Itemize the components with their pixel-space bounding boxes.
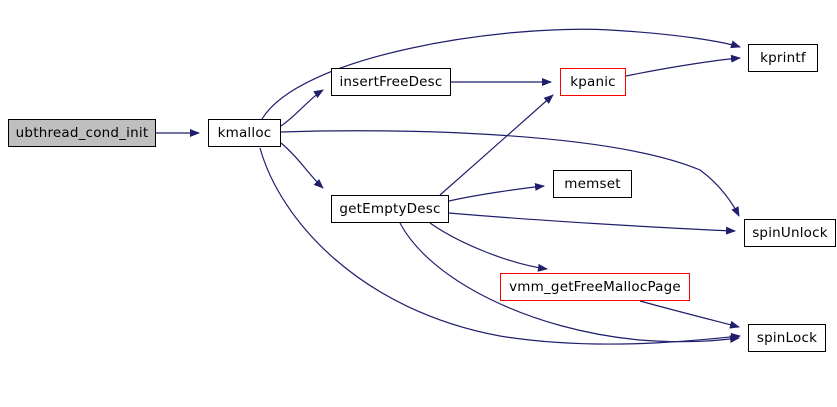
node-label-ubthread_cond_init: ubthread_cond_init: [15, 125, 149, 141]
edge-kmalloc-to-getEmptyDesc: [280, 142, 324, 189]
node-kpanic[interactable]: kpanic: [560, 68, 626, 96]
node-getEmptyDesc[interactable]: getEmptyDesc: [331, 195, 449, 223]
edge-kmalloc-to-spinUnlock: [280, 130, 740, 217]
node-memset[interactable]: memset: [553, 170, 632, 198]
node-insertFreeDesc[interactable]: insertFreeDesc: [331, 68, 451, 96]
edge-kpanic-to-kprintf: [625, 54, 741, 77]
node-label-kpanic: kpanic: [570, 74, 616, 90]
node-spinUnlock[interactable]: spinUnlock: [744, 219, 836, 247]
edge-getEmptyDesc-to-kpanic: [439, 94, 554, 196]
node-label-kprintf: kprintf: [760, 50, 806, 66]
node-kmalloc[interactable]: kmalloc: [208, 119, 281, 147]
node-spinLock[interactable]: spinLock: [748, 324, 826, 352]
node-label-spinUnlock: spinUnlock: [752, 225, 828, 241]
edge-getEmptyDesc-to-memset: [448, 182, 545, 202]
edge-getEmptyDesc-to-spinUnlock: [448, 212, 736, 235]
node-label-vmm_getFreeMallocPage: vmm_getFreeMallocPage: [509, 279, 681, 295]
node-kprintf[interactable]: kprintf: [748, 44, 818, 72]
node-vmm_getFreeMallocPage[interactable]: vmm_getFreeMallocPage: [500, 273, 690, 301]
node-label-kmalloc: kmalloc: [217, 125, 272, 141]
node-label-spinLock: spinLock: [756, 330, 818, 346]
node-label-memset: memset: [564, 176, 621, 192]
edge-kmalloc-to-insertFreeDesc: [280, 89, 324, 127]
node-label-insertFreeDesc: insertFreeDesc: [339, 74, 443, 90]
edge-getEmptyDesc-to-vmm_getFreeMallocPage: [429, 222, 548, 272]
node-ubthread_cond_init[interactable]: ubthread_cond_init: [8, 119, 156, 147]
edge-kmalloc-to-kprintf: [261, 28, 741, 120]
edge-kmalloc-to-spinLock: [259, 147, 741, 345]
edge-getEmptyDesc-to-spinLock: [399, 222, 740, 344]
node-label-getEmptyDesc: getEmptyDesc: [339, 201, 441, 217]
edge-vmm_getFreeMallocPage-to-spinLock: [639, 300, 740, 329]
